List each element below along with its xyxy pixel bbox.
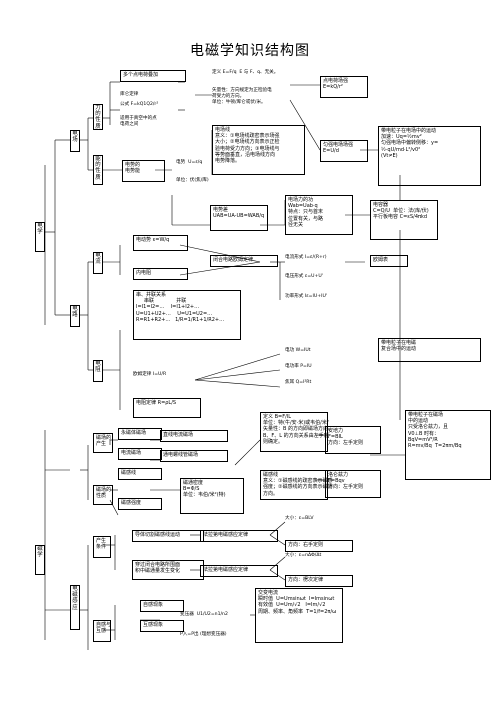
node-internal: 内电阻 bbox=[133, 268, 188, 280]
node-current-mag: 电流磁场 bbox=[118, 448, 162, 460]
node-root-dianxue: 电学 bbox=[35, 222, 45, 252]
node-heat: 焦耳 Q=I²Rt bbox=[285, 380, 312, 385]
node-kulun: 库仑定律 bbox=[120, 92, 139, 97]
node-power2: 电功率 P=IU bbox=[285, 364, 312, 369]
node-potential: 电势的 电势能 bbox=[122, 160, 165, 182]
node-cut-law: 法拉第电磁感应定律 bbox=[200, 530, 278, 542]
node-mag-lines: 磁感线 bbox=[118, 468, 162, 480]
node-kulun-formula: 公式 F=kQ1Q2/r² bbox=[120, 102, 159, 107]
node-dianzu: 电阻 bbox=[93, 360, 103, 382]
node-ohm-ext: 欧姆表 bbox=[370, 255, 408, 267]
node-field-motion: 带电粒子在电磁 复合场中的运动 bbox=[378, 338, 481, 362]
node-power: 电功 W=IUt bbox=[285, 348, 311, 353]
node-magnet: 永磁体磁场 bbox=[118, 428, 162, 440]
node-flux-dir: 方向：楞次定律 bbox=[285, 575, 353, 587]
node-ampere: 安培力 F=BIL 方向：左手定则 bbox=[325, 426, 381, 454]
node-straight: 直线电流磁场 bbox=[160, 430, 228, 442]
node-flux-size: 大小：ε=nΔΦ/Δt bbox=[285, 553, 322, 558]
node-E-point: 点电荷场强 E=kQ/r² bbox=[320, 76, 368, 98]
node-cut-size: 大小：ε=BLV bbox=[285, 516, 314, 521]
node-E-uniform: 匀强电场场强 E=U/d bbox=[320, 140, 368, 162]
node-series: 串、并联关系 串联 并联 I=I1=I2=… I=I1+I2+… U=U1+U2… bbox=[133, 290, 241, 340]
node-resist: 电阻定律 R=ρL/S bbox=[133, 398, 201, 418]
node-lorentz: 洛仑兹力 F=Bqv 方向：左手定则 bbox=[325, 470, 381, 498]
node-mag-lines2: 磁感线 意义：①磁感线的疏密表示磁感 强度；②磁感线的方向表示磁场 方向。 bbox=[260, 470, 332, 500]
node-neng-xingzhi: 能的性质 bbox=[93, 155, 103, 185]
node-field-work: 电场力的功 Wab=Uab·q 特点：只与首末 位置有关，与路 径无关 bbox=[285, 195, 353, 235]
node-E-def: 定义 E=F/q E 与 F、q、无关。 bbox=[212, 70, 279, 75]
node-self-ind: 自感现象 bbox=[140, 600, 184, 612]
page-title: 电磁学知识结构图 bbox=[190, 43, 310, 59]
node-phi-unit: 单位：伏(焦/库) bbox=[176, 178, 209, 183]
node-I-form2: 电压形式 ε=U+U' bbox=[285, 274, 324, 279]
node-dianliu: 电流 bbox=[93, 252, 103, 274]
node-ac: 交变电流 瞬时值 U=Umsinωt I=Imsinωt 有效值 U=Um/√2… bbox=[255, 588, 343, 643]
node-I-form3: 功率形式 Iε=IU+IU' bbox=[285, 294, 328, 299]
node-capacitor: 电容器 C=Q/U 单位：法(库/伏) 平行板电容 C=εS/4πkd bbox=[370, 200, 438, 240]
node-dian-chang: 电场 bbox=[70, 130, 80, 152]
node-B-def: 定义 B=F/IL 单位：特(牛/安·米)或韦伯/米² 矢量性：B 的方向即磁场… bbox=[260, 412, 333, 452]
node-mutual: 互感现象 bbox=[140, 620, 184, 632]
node-dian-lu: 电路 bbox=[70, 305, 80, 327]
node-cut: 导体切割磁感线运动 bbox=[132, 530, 204, 542]
node-closed: 闭合电路欧姆定律 bbox=[210, 255, 278, 267]
node-condition: 产生 条件 bbox=[93, 536, 111, 558]
node-transformer: 变压器 U1/U2=n1/n2 bbox=[180, 612, 228, 617]
node-induction: 电磁感应 bbox=[70, 585, 80, 630]
node-coil: 通电螺线管磁场 bbox=[160, 450, 228, 462]
node-fanli: 多个点电荷叠加 bbox=[120, 70, 186, 82]
node-root-cixue: 磁学 bbox=[35, 545, 45, 575]
node-trans2: P入=P出 (理想变压器) bbox=[180, 632, 227, 637]
node-li-xingzhi: 力的性质 bbox=[93, 104, 103, 130]
node-particle: 带电粒子在磁场 中的运动 只受洛仑兹力，且 V0⊥B 时有： BqV=mV²/R… bbox=[405, 410, 491, 480]
node-I-form1: 电流形式 I=ε/(R+r) bbox=[285, 255, 327, 260]
node-self: 自感与 互感 bbox=[93, 620, 111, 642]
node-charge-motion: 带电粒子在电场中的运动 加速：Uq=½mv² 匀强电场中偏转侧移：y= ½·qU… bbox=[378, 126, 481, 186]
node-I-def: 电动势 ε=W/q bbox=[133, 235, 188, 251]
node-flux: 磁通密度 B=Φ/S 单位：韦伯/米²(特) bbox=[180, 478, 244, 514]
node-diff: 电势差 UAB=UA-UB=WAB/q bbox=[210, 205, 268, 231]
node-mag-prop: 磁场的 性质 bbox=[93, 485, 113, 505]
node-phi-def: 电势 U=ε/q bbox=[176, 160, 203, 165]
node-flux-change: 穿过闭合电路所围面 积中磁通量发生变化 bbox=[132, 560, 204, 580]
node-field-lines: 电场线 意义：①电场线疏密表示场强 大小；②电场线方向表示正检 验电荷受力方向；… bbox=[212, 125, 305, 175]
node-E-dir: 矢量性：方向规定为正检验电 荷受力的方向。 单位：牛顿/库仑或伏/米。 bbox=[212, 88, 272, 105]
node-mag-src: 磁场的 产生 bbox=[93, 433, 113, 453]
node-cut-dir: 方向：右手定则 bbox=[285, 540, 353, 552]
node-flux-law: 法拉第电磁感应定律 bbox=[200, 565, 278, 577]
node-mag-B: 磁感强度 bbox=[118, 498, 162, 510]
node-ohm: 欧姆定律 I=U/R bbox=[133, 372, 167, 377]
node-kulun-apply: 适用于真空中的点 电荷之间 bbox=[120, 116, 157, 127]
